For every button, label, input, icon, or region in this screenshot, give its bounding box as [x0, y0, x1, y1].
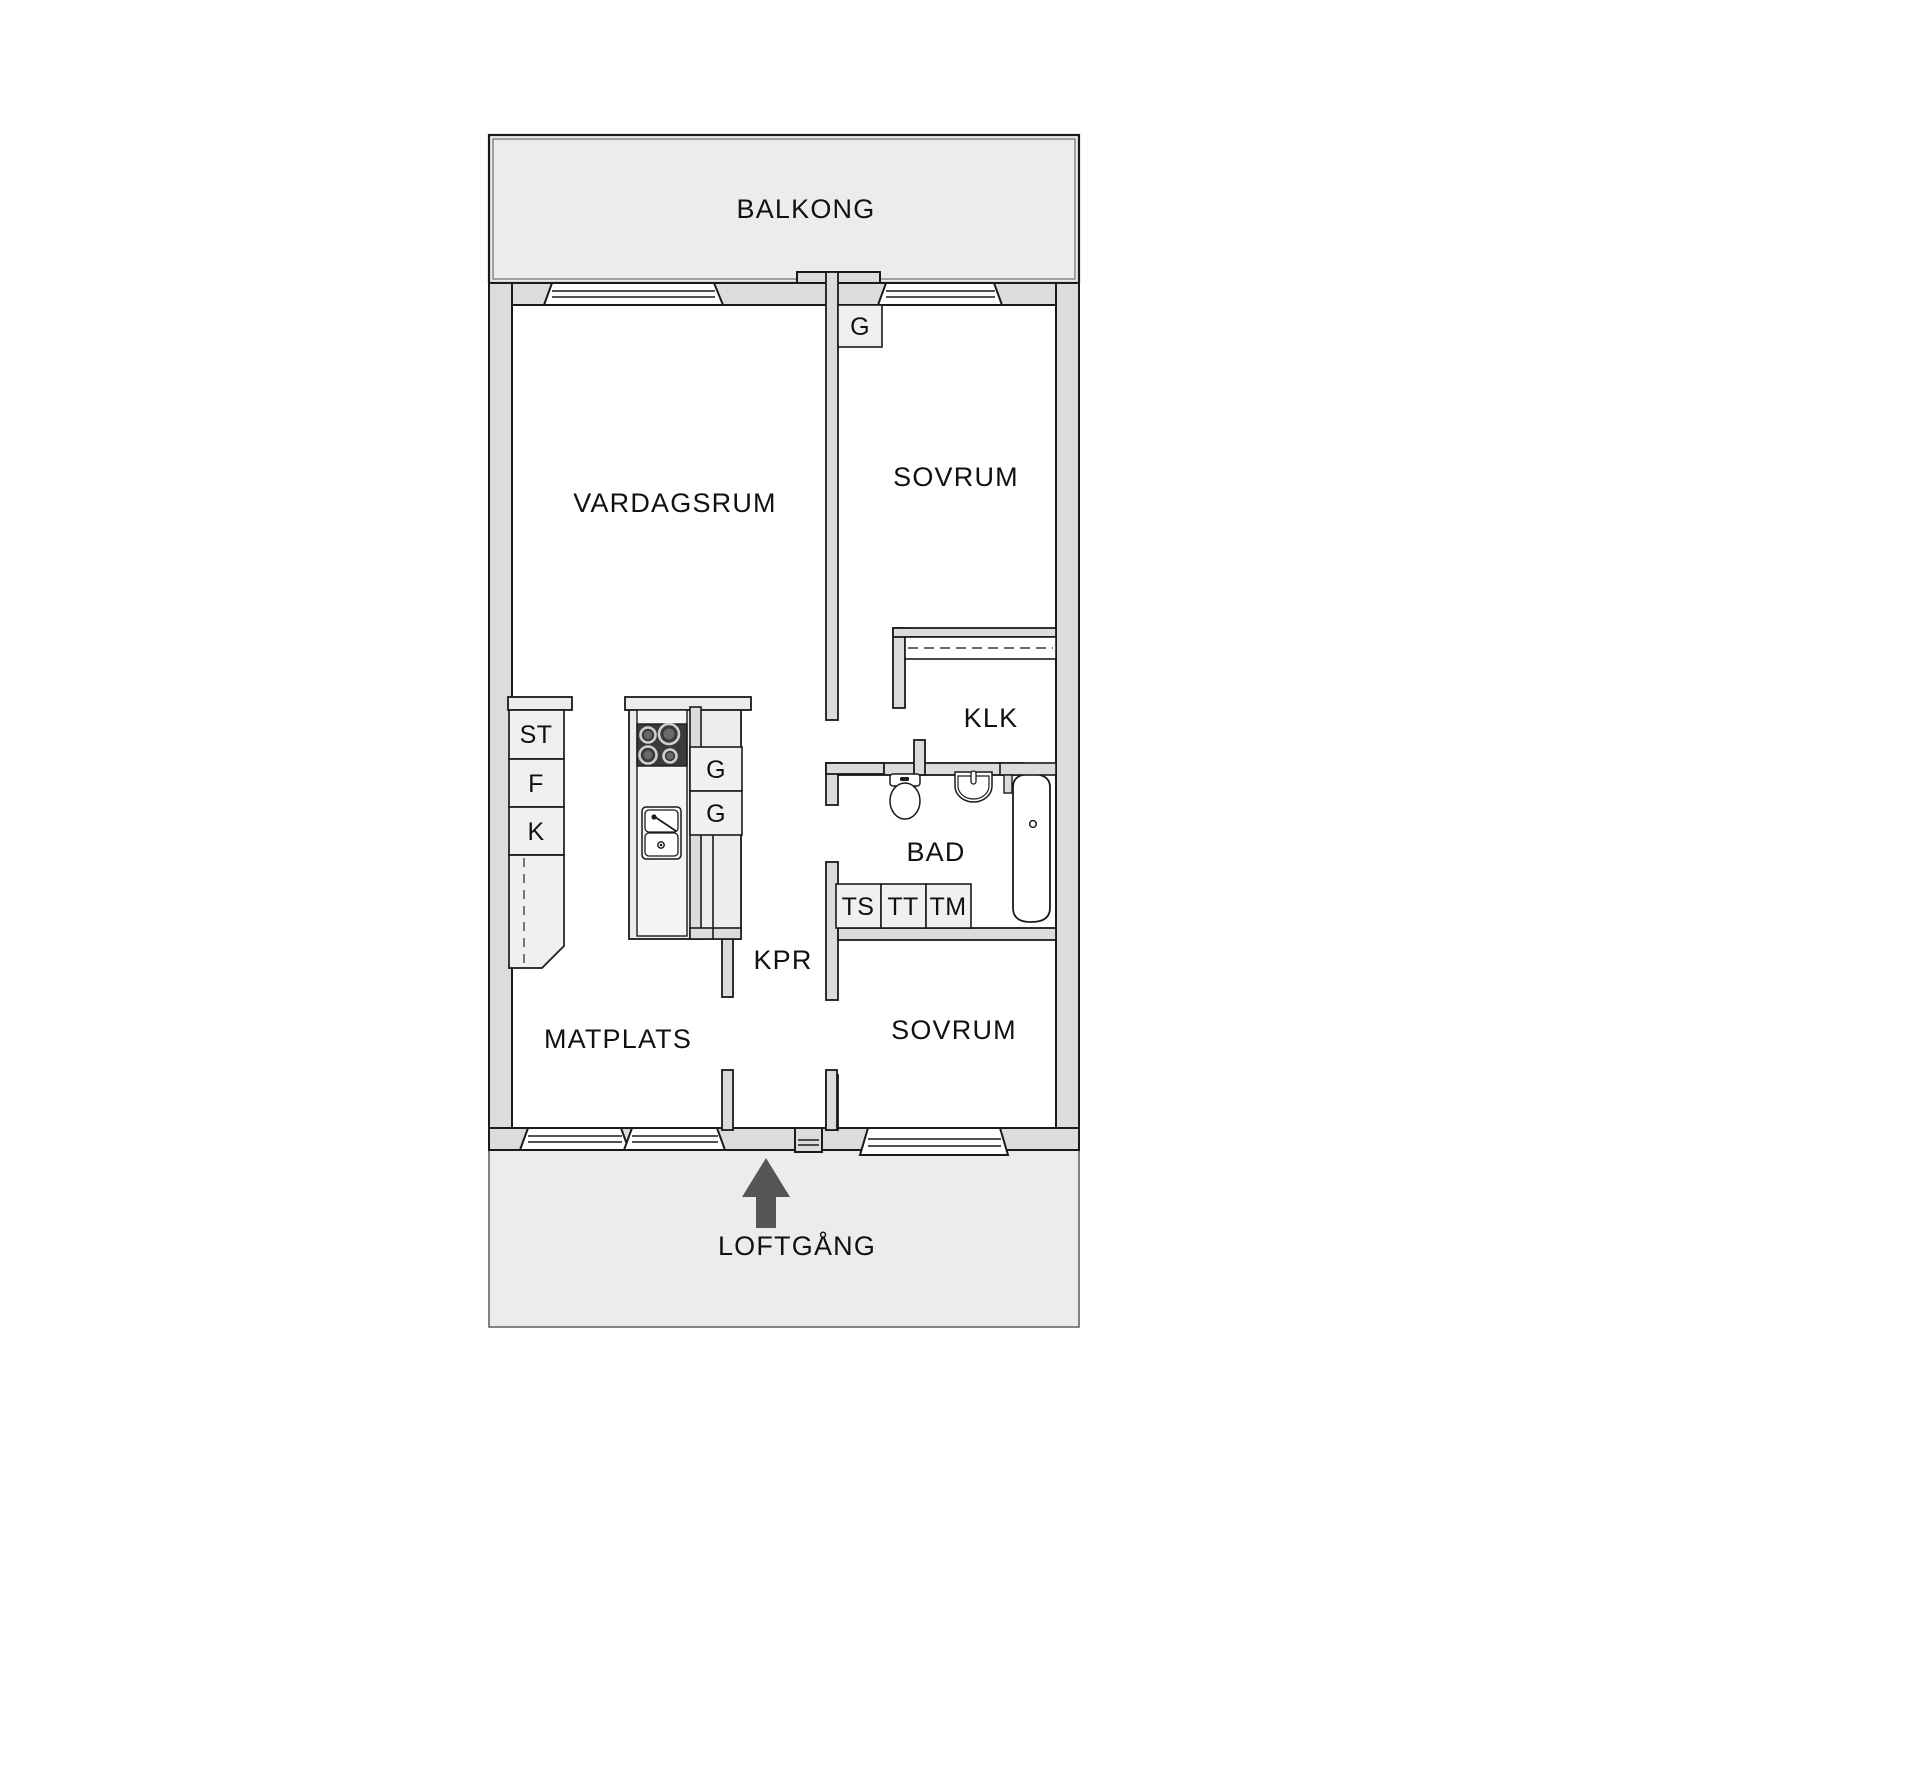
wash-basin-icon	[954, 770, 993, 803]
wardrobe-hall-lower	[689, 790, 743, 836]
fixture-label-tt: TT	[887, 893, 918, 921]
room-label-loftgang: LOFTGÅNG	[718, 1230, 876, 1261]
wardrobe-bedroom	[837, 304, 883, 348]
room-label-sovrum-1: SOVRUM	[893, 462, 1019, 492]
toilet-icon	[889, 773, 921, 820]
fixture-label-k: K	[527, 818, 544, 846]
room-label-sovrum-2: SOVRUM	[891, 1015, 1017, 1045]
window-dining-left	[518, 1127, 631, 1151]
bathtub-icon	[1012, 773, 1051, 923]
window-living-room	[542, 282, 725, 306]
room-label-vardagsrum: VARDAGSRUM	[573, 488, 777, 518]
room-label-matplats: MATPLATS	[544, 1024, 692, 1054]
fixture-label-g-hall-2: G	[706, 800, 726, 828]
apartment-interior	[489, 283, 1079, 1150]
entry-door[interactable]	[794, 1127, 823, 1153]
room-label-bad: BAD	[906, 837, 965, 867]
fixture-label-tm: TM	[930, 893, 967, 921]
bath-appliance-row	[835, 883, 972, 929]
pantry-column	[507, 696, 573, 969]
kitchen-sink-icon	[641, 806, 682, 860]
fixture-label-f: F	[528, 770, 544, 798]
balcony-area	[487, 133, 1081, 285]
room-label-kpr: KPR	[753, 945, 812, 975]
interior-walls	[721, 271, 1057, 1131]
fixture-label-ts: TS	[842, 893, 875, 921]
fixture-label-st: ST	[520, 721, 553, 749]
wardrobe-hall-upper	[689, 746, 743, 792]
window-bedroom-top	[876, 282, 1004, 306]
klk-shelf	[904, 636, 1057, 660]
fixture-label-g-hall-1: G	[706, 756, 726, 784]
bath-niche-walls	[999, 762, 1057, 794]
room-label-klk: KLK	[964, 703, 1019, 733]
room-label-balkong: BALKONG	[737, 194, 876, 224]
cooktop-icon	[636, 722, 688, 767]
fixture-label-g-bedroom: G	[850, 313, 870, 341]
window-dining-right	[622, 1127, 727, 1151]
window-bedroom-bottom	[858, 1127, 1010, 1156]
entry-arrow-up-icon	[742, 1158, 790, 1228]
